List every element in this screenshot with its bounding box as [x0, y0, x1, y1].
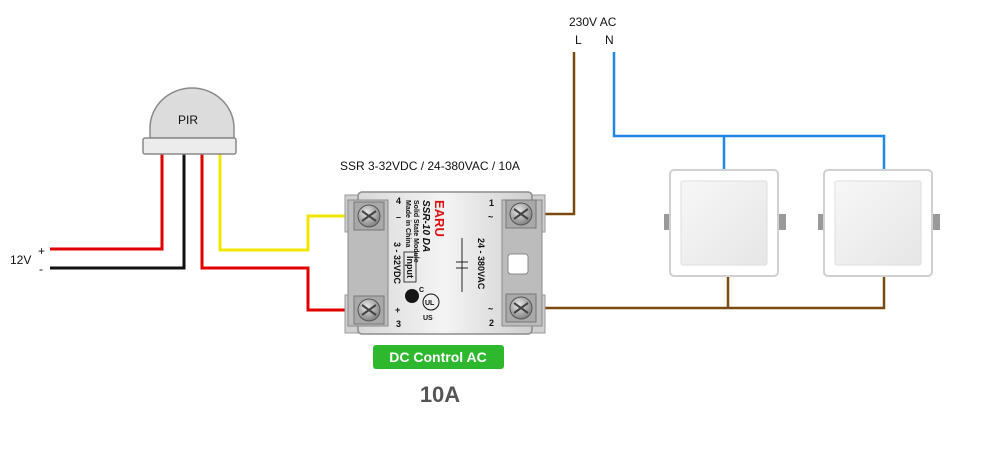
wire-load — [518, 276, 886, 310]
panel-1-clip-right — [776, 214, 786, 230]
ssr-mount-slot — [507, 253, 529, 275]
ssr-origin: Made in China — [404, 200, 411, 248]
ssr-term-4: 4 — [396, 196, 401, 206]
ssr-term-1: 1 — [489, 198, 494, 208]
ssr-input-text: Input 3 - 32VDC — [392, 242, 417, 285]
pir-dome — [149, 87, 235, 139]
rating-text: 10A — [420, 382, 460, 407]
ssr-symbol — [456, 238, 468, 292]
screw-terminal-3 — [353, 295, 385, 325]
screw-terminal-4 — [353, 201, 385, 231]
ssr-term-minus: – — [396, 212, 401, 222]
ssr-ac-bottom: ~ — [488, 304, 493, 314]
mains-line-label: L — [575, 33, 582, 47]
ssr-input-range: 3 - 32VDC — [392, 242, 402, 285]
ssr-spec-caption: SSR 3-32VDC / 24-380VAC / 10A — [340, 159, 520, 173]
ssr-led — [405, 289, 419, 303]
wire-mains-line — [518, 52, 576, 216]
ssr-term-2: 2 — [489, 318, 494, 328]
cert-right: US — [423, 315, 433, 322]
panel-1-face — [680, 180, 768, 266]
pir-base — [142, 137, 237, 155]
panel-2-face — [834, 180, 922, 266]
wire-dc-plus — [50, 152, 164, 251]
led-panel-1 — [664, 169, 786, 277]
ssr-output-text: 24 - 380VAC — [476, 238, 486, 290]
dc-plus-label: + — [38, 244, 45, 258]
cert-left: C — [419, 287, 424, 294]
mains-neutral-label: N — [605, 33, 614, 47]
led-panel-2 — [818, 169, 940, 277]
ssr-model: SSR-10 DA — [420, 200, 431, 252]
badge-text: DC Control AC — [389, 349, 486, 365]
pir-sensor: PIR — [142, 87, 237, 155]
screw-terminal-2 — [505, 293, 537, 323]
dc-minus-label: - — [39, 262, 43, 276]
ssr-module: EARU SSR-10 DA Solid State Module Made i… — [344, 191, 546, 335]
ssr-brand: EARU — [432, 200, 447, 237]
ssr-input-box — [403, 251, 417, 283]
ssr-output-range: 24 - 380VAC — [476, 238, 486, 290]
ul-mark-text: UL — [425, 300, 435, 307]
ssr-subtitle: Solid State Module — [412, 200, 419, 263]
ssr-input-label: Input — [405, 256, 415, 278]
wire-pir-signal — [200, 152, 364, 312]
dc-voltage-label: 12V — [10, 253, 31, 267]
screw-terminal-1 — [505, 199, 537, 229]
dc-control-badge: DC Control AC — [373, 345, 504, 369]
wire-dc-minus — [50, 152, 186, 270]
ssr-ac-top: ~ — [488, 212, 493, 222]
panel-2-clip-right — [930, 214, 940, 230]
badge-background — [373, 345, 504, 369]
ssr-term-plus: + — [395, 305, 400, 315]
ul-mark — [422, 293, 440, 311]
wire-pir-yellow — [218, 152, 362, 252]
pir-label: PIR — [178, 113, 198, 127]
ssr-term-3: 3 — [396, 319, 401, 329]
ssr-cert: UL C US — [419, 287, 440, 322]
wire-mains-neutral — [612, 52, 886, 172]
mains-title: 230V AC — [569, 15, 617, 29]
ssr-face-text: EARU SSR-10 DA Solid State Module Made i… — [404, 200, 447, 263]
